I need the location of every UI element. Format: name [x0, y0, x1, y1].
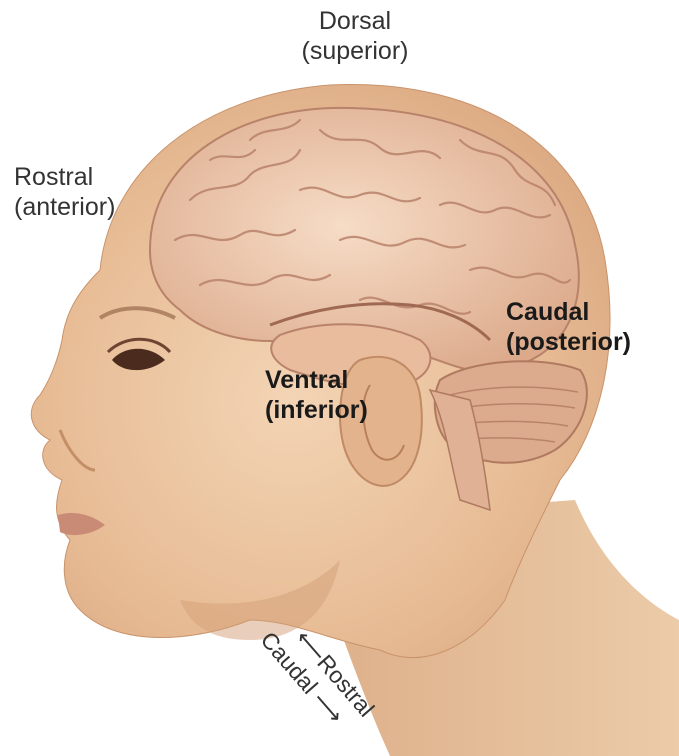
- label-rostral-line2: (anterior): [14, 192, 134, 222]
- label-dorsal-line1: Dorsal: [290, 6, 420, 36]
- label-ventral-line2: (inferior): [265, 395, 385, 425]
- label-caudal-line2: (posterior): [506, 327, 666, 357]
- label-caudal-posterior: Caudal (posterior): [506, 297, 666, 357]
- label-dorsal-line2: (superior): [290, 36, 420, 66]
- label-rostral-line1: Rostral: [14, 162, 134, 192]
- label-caudal-line1: Caudal: [506, 297, 666, 327]
- label-ventral-line1: Ventral: [265, 365, 385, 395]
- label-rostral-anterior: Rostral (anterior): [14, 162, 134, 222]
- label-dorsal-superior: Dorsal (superior): [290, 6, 420, 66]
- label-ventral-inferior: Ventral (inferior): [265, 365, 385, 425]
